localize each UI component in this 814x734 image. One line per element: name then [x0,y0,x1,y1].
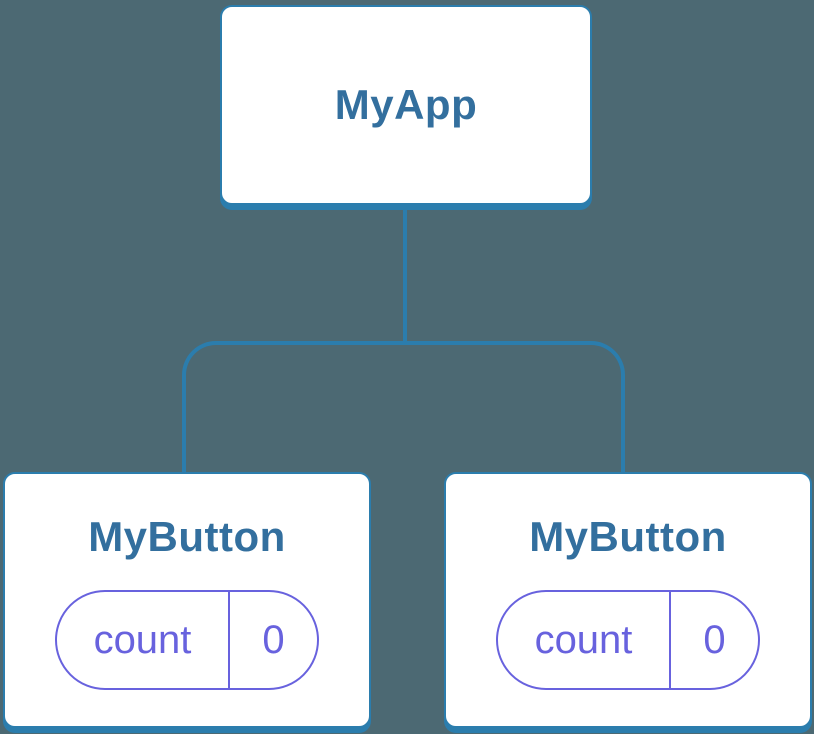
state-key-label: count [57,592,230,688]
state-key-label: count [498,592,671,688]
state-pill: count 0 [496,590,760,690]
tree-node-child-2: MyButton count 0 [444,472,812,728]
child-node-label: MyButton [529,513,727,560]
state-value-label: 0 [703,617,726,662]
tree-node-root: MyApp [220,5,592,205]
connector-branch-bracket [182,341,625,476]
tree-node-child-1: MyButton count 0 [3,472,371,728]
connector-root-stem [403,207,407,345]
child-node-label: MyButton [88,513,286,560]
root-node-label: MyApp [334,81,478,128]
state-pill: count 0 [55,590,319,690]
state-value-label: 0 [262,617,285,662]
